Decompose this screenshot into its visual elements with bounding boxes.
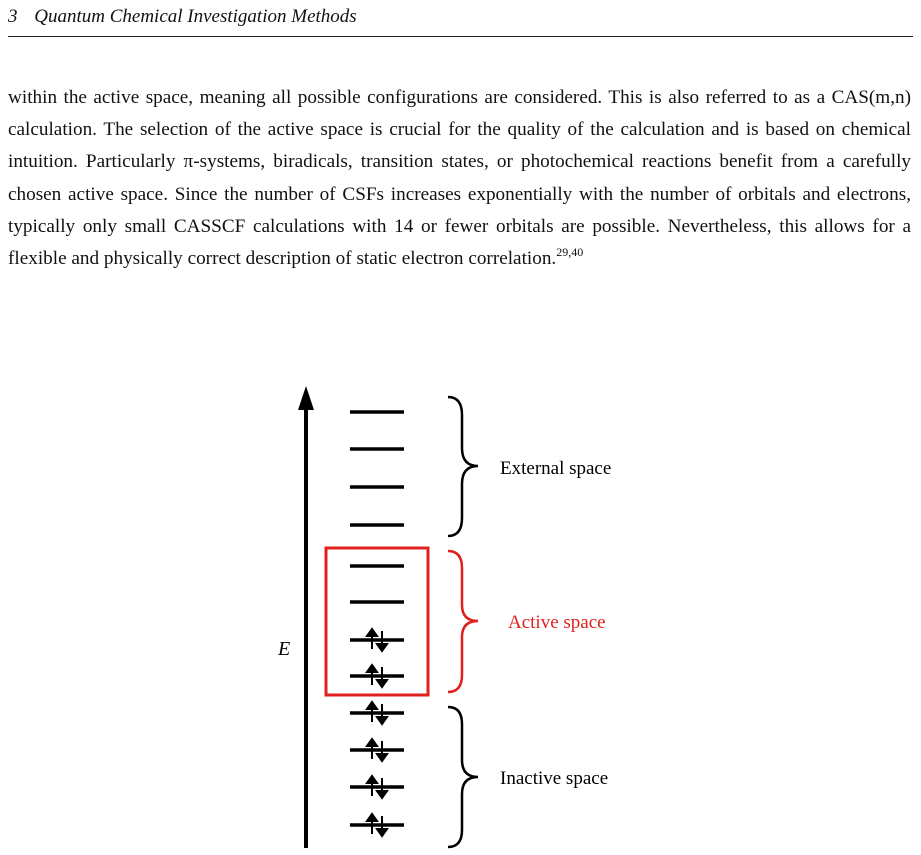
body-paragraph: within the active space, meaning all pos… [8,82,911,275]
inactive-space-label: Inactive space [500,768,608,789]
energy-axis-label: E [277,638,290,660]
spin-down-arrow [375,631,389,653]
spin-down-arrow [375,816,389,838]
active-space-box [324,546,430,697]
chapter-number: 3 [8,6,18,27]
spin-down-arrow [375,704,389,726]
running-header: 3 Quantum Chemical Investigation Methods [8,6,913,37]
external-space-brace [447,395,479,538]
orbital-levels [350,410,404,838]
active-space-label: Active space [508,612,606,633]
spin-down-arrow [375,778,389,800]
spin-up-arrow [365,700,379,722]
inactive-space-brace [447,705,479,849]
spin-up-arrow [365,774,379,796]
chapter-title: Quantum Chemical Investigation Methods [34,6,357,27]
external-space-label: External space [500,458,611,479]
spin-up-arrow [365,812,379,834]
active-space-brace [447,549,479,694]
spin-up-arrow [365,627,379,649]
spin-down-arrow [375,741,389,763]
citation: 29,40 [556,245,584,260]
energy-axis-arrowhead [298,386,314,410]
spin-up-arrow [365,737,379,759]
spin-up-arrow [365,663,379,685]
paragraph-text: within the active space, meaning all pos… [8,87,911,270]
spin-down-arrow [375,667,389,689]
